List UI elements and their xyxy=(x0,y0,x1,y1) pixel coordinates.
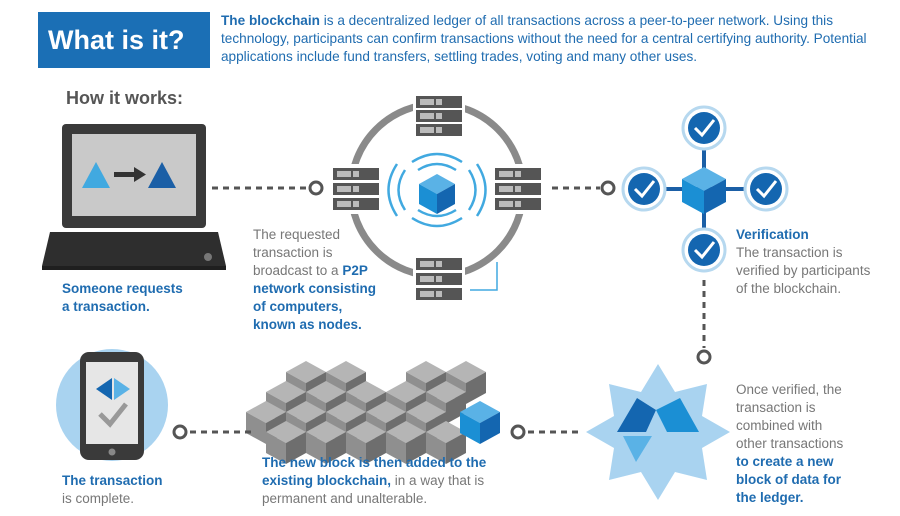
server-node-top xyxy=(413,92,465,140)
step-verification-caption: Verification The transaction is verified… xyxy=(736,226,870,298)
block-cube xyxy=(266,421,306,464)
connector-3 xyxy=(696,280,712,365)
server-node-left xyxy=(330,164,382,214)
block-cube xyxy=(346,421,386,464)
blockchain-icon xyxy=(246,361,500,464)
connector-1 xyxy=(212,180,324,196)
caption-line: The transaction is xyxy=(736,245,843,260)
checkmark-icon xyxy=(98,402,128,428)
intro-text: The blockchain is a decentralized ledger… xyxy=(221,12,871,66)
caption-line: of the blockchain. xyxy=(736,281,842,296)
caption-line: the ledger. xyxy=(736,490,804,505)
verification-title: Verification xyxy=(736,227,809,242)
step-request-caption: Someone requests a transaction. xyxy=(62,280,183,316)
caption-line: existing blockchain, in a way that is xyxy=(262,472,486,490)
caption-line: known as nodes. xyxy=(253,317,362,332)
server-node-bottom xyxy=(413,254,465,304)
connector-4 xyxy=(510,424,582,440)
intro-bold: The blockchain xyxy=(221,13,320,28)
caption-line: Someone requests xyxy=(62,281,183,296)
checkmark-icon xyxy=(743,166,789,212)
caption-line: a transaction. xyxy=(62,299,150,314)
caption-line: transaction is xyxy=(253,245,333,260)
caption-line: of computers, xyxy=(253,299,343,314)
checkmark-icon xyxy=(681,227,727,273)
smartphone-icon xyxy=(56,349,168,461)
caption-text: in a way that is xyxy=(391,473,485,488)
block-cube xyxy=(426,421,466,464)
caption-line: The requested xyxy=(253,227,341,242)
caption-line: permanent and unalterable. xyxy=(262,491,428,506)
caption-line: The new block is then added to the xyxy=(262,455,487,470)
block-cube xyxy=(386,421,426,464)
caption-line: block of data for xyxy=(736,472,842,487)
block-cube xyxy=(460,401,500,444)
caption-line: network consisting xyxy=(253,281,377,296)
caption-line: verified by participants xyxy=(736,263,871,278)
caption-line: to create a new xyxy=(736,454,834,469)
step-new-block-caption: Once verified, the transaction is combin… xyxy=(736,381,843,507)
checkmark-icon xyxy=(621,166,667,212)
section-title: How it works: xyxy=(66,88,184,108)
verification-icon xyxy=(621,105,789,273)
callout-line xyxy=(470,262,498,291)
step-chain-caption: The new block is then added to the exist… xyxy=(262,454,486,508)
caption-line: other transactions xyxy=(736,436,844,451)
intro-rest: is a decentralized ledger of all transac… xyxy=(221,13,867,64)
step-broadcast-caption: The requested transaction is broadcast t… xyxy=(253,226,376,334)
caption-text: broadcast to a xyxy=(253,263,343,278)
checkmark-icon xyxy=(681,105,727,151)
step-complete-caption: The transaction is complete. xyxy=(62,472,163,508)
caption-line: combined with xyxy=(736,418,823,433)
caption-line: Once verified, the xyxy=(736,382,842,397)
caption-line: broadcast to a P2P xyxy=(253,262,376,280)
caption-line: transaction is xyxy=(736,400,816,415)
connector-2 xyxy=(552,180,616,196)
caption-line: is complete. xyxy=(62,491,135,506)
caption-highlight: existing blockchain, xyxy=(262,473,392,488)
header-title: What is it? xyxy=(38,12,210,68)
server-node-right xyxy=(492,164,544,214)
laptop-icon xyxy=(42,124,226,270)
connector-5 xyxy=(172,424,254,440)
caption-line: The transaction xyxy=(62,473,163,488)
new-block-starburst-icon xyxy=(586,364,730,500)
block-cube xyxy=(306,421,346,464)
caption-highlight: P2P xyxy=(342,263,368,278)
